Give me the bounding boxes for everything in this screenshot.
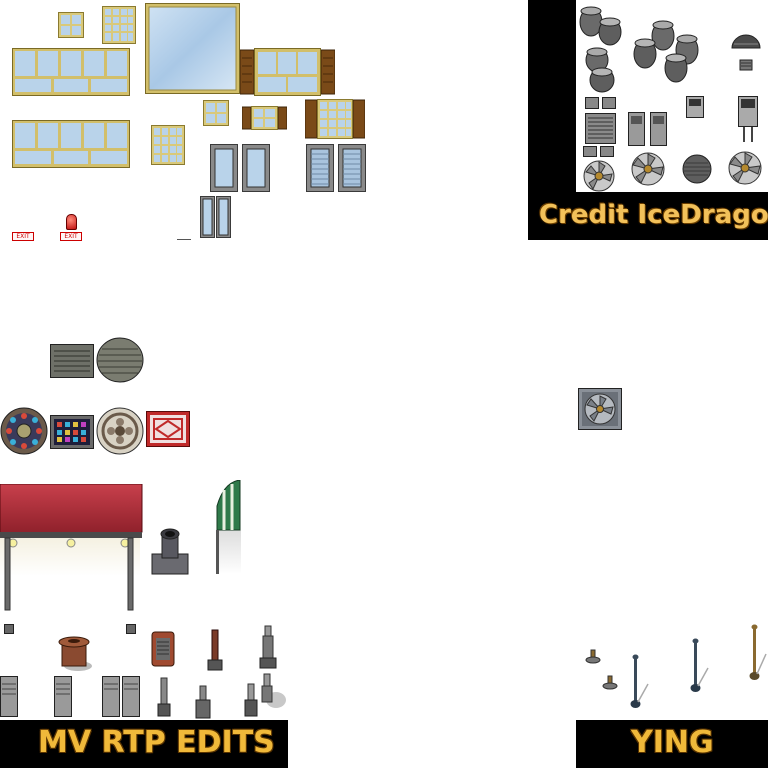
ac-unit [628,112,667,146]
window-wide [12,120,130,168]
bollard [244,673,286,717]
post-base [126,624,136,634]
fan [631,152,665,186]
floor-line [177,239,191,240]
rug [146,411,190,447]
door-glass [200,196,231,238]
ying-panel [576,720,768,768]
vent-dome [731,34,761,71]
rug [50,415,94,449]
shutter-window [242,106,287,130]
post-base [4,624,14,634]
barrel-cluster [633,20,699,83]
bollard [602,675,618,690]
ac-unit [151,631,175,667]
mv-rtp-panel [0,720,288,768]
ac-unit [54,676,72,717]
window-large [145,3,240,94]
rug [96,407,144,455]
window-wide [12,48,130,96]
street-lamp [690,638,709,692]
bollard [259,625,277,669]
chimney-pipe [151,528,189,575]
door-glass [210,144,270,192]
window-grid [102,6,136,44]
vent-grate [585,97,616,144]
manhole [96,337,144,383]
shutter-window [305,99,365,139]
bollard [207,629,223,671]
window-grid [151,125,185,165]
manhole [682,154,712,184]
fan [583,146,615,192]
barrel-cluster [579,6,622,46]
barrel-cluster [585,47,615,93]
shutter-window [240,48,335,96]
street-lamp [749,624,767,680]
street-lamp [630,654,649,708]
bollard [157,677,171,717]
credit-icedragon: Credit IceDragon [539,200,768,230]
exit-sign: EXIT [12,232,34,241]
bollard [585,649,601,664]
green-awning [216,480,241,574]
bollard [195,685,211,719]
window-small [203,100,229,126]
door-blinds [306,144,366,192]
credit-mv-rtp-edits: MV RTP EDITS [38,725,275,760]
exit-sign: EXIT [60,232,82,241]
fan [728,151,762,185]
ac-unit [102,676,140,717]
rug [0,407,48,455]
wall-fan [578,388,622,430]
market-awning [0,484,143,611]
ac-unit [738,96,758,142]
chimney-pipe [58,636,92,671]
credit-ying: YING [631,725,714,760]
vent-grate [50,344,94,378]
ac-unit [0,676,18,717]
window-small [58,12,84,38]
alarm-light [66,214,77,230]
vent-grate [686,96,704,118]
